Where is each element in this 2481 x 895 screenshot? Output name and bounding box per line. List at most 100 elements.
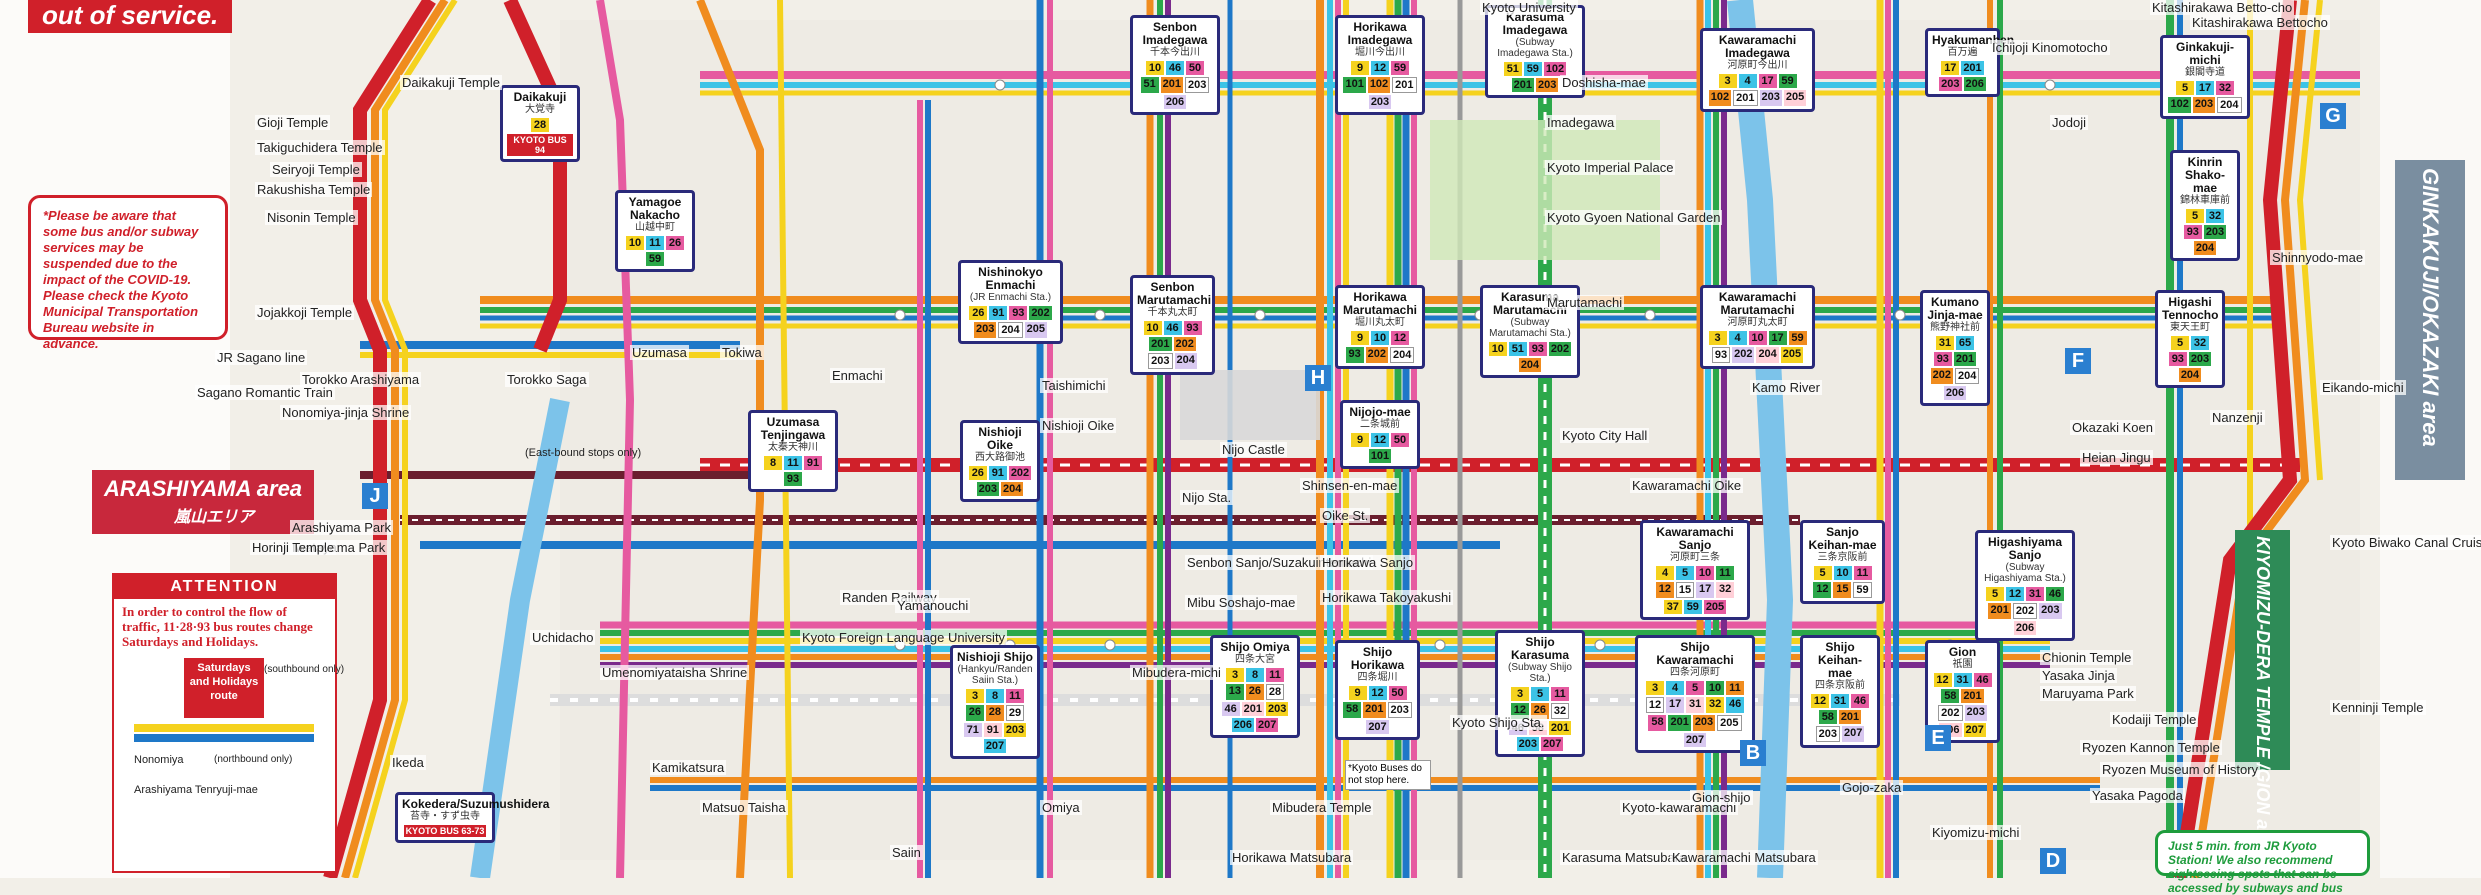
route-number: 12 [1811,694,1829,708]
route-number: 26 [968,466,987,480]
stop-box[interactable]: Nishioji Shijo(Hankyu/Randen Saiin Sta.)… [950,645,1040,759]
stop-box[interactable]: Karasuma Marutamachi(Subway Marutamachi … [1480,285,1580,378]
stop-subtitle: (Subway Shijo Sta.) [1508,662,1572,684]
route-number: 202 [2012,603,2038,619]
route-number: 203 [1939,77,1962,91]
stop-subtitle: 東天王町 [2170,322,2210,333]
route-number: 11 [1006,689,1024,703]
region-letter-marker[interactable]: F [2065,348,2091,374]
route-number: 204 [2178,368,2202,382]
route-number: 28 [1265,684,1285,700]
region-letter-marker[interactable]: G [2320,103,2346,129]
route-number: 203 [973,322,997,338]
route-number: 203 [1815,726,1840,742]
place-label: Gioji Temple [255,115,331,130]
route-number: 59 [1391,61,1409,75]
route-number: 102 [1708,90,1732,106]
stop-name: Horikawa Imadegawa [1347,20,1413,47]
place-label: Ikeda [390,755,426,770]
route-number: 28 [985,705,1004,721]
attention-box: ATTENTION In order to control the flow o… [112,573,344,873]
region-letter-marker[interactable]: H [1305,365,1331,391]
route-number: 204 [1001,482,1024,496]
route-number: 5 [2171,336,2189,350]
place-label: Shinnyodo-mae [2270,250,2366,265]
route-number: 59 [1683,600,1702,614]
region-letter-marker[interactable]: B [1740,740,1766,766]
route-number: 46 [2046,587,2064,601]
stop-name: Ginkakuji-michi [2175,40,2234,67]
stop-subtitle: (JR Enmachi Sta.) [969,292,1052,303]
route-number: 32 [1706,697,1725,713]
kyoto-buses-note: *Kyoto Buses do not stop here. [1345,760,1431,790]
route-number: 10 [1371,331,1389,345]
route-number: 31 [1686,697,1705,713]
route-number: 4 [1738,74,1757,88]
place-label: Uzumasa [630,345,689,360]
place-label: Tokiwa [720,345,764,360]
route-number: 51 [1508,342,1527,356]
place-label: Okazaki Koen [2070,420,2155,435]
stop-subtitle: 西大路御池 [975,452,1025,463]
route-number: 202 [1008,466,1032,480]
stop-name: Yamagoe Nakacho [628,195,682,222]
route-number: 206 [1963,77,1986,91]
route-number: 203 [1185,77,1210,93]
place-label: Kitashirakawa Betto-cho [2150,0,2295,15]
region-letter-marker[interactable]: D [2040,848,2066,874]
kiyomizu-area-title: KIYOMIZU-DERA TEMPLE /GION area [2253,536,2273,857]
route-number: 5 [2176,81,2194,95]
route-number: 10 [1706,681,1724,695]
place-label: Kyoto Biwako Canal Cruise [2330,535,2481,550]
jr-kyoto-note: Just 5 min. from JR Kyoto Station! We al… [2155,830,2370,895]
route-number: 32 [2191,336,2209,350]
stop-box[interactable]: Higashiyama Sanjo(Subway Higashiyama Sta… [1975,530,2075,641]
route-number: 12 [1371,61,1389,75]
place-label: Kitashirakawa Bettocho [2190,15,2330,30]
route-number: 46 [1221,702,1240,716]
region-letter-marker[interactable]: E [1925,725,1951,751]
stop-box[interactable]: Karasuma Imadegawa(Subway Imadegawa Sta.… [1485,5,1585,98]
route-number: 12 [1933,673,1952,687]
out-of-service-banner: out of service. [28,0,233,33]
route-number: 10 [626,236,644,250]
stop-subtitle: 二条城前 [1360,419,1400,430]
place-label: Shinsen-en-mae [1300,478,1400,493]
route-number: 26 [969,306,988,320]
route-number: 203 [1964,705,1987,721]
route-number: 12 [1813,582,1832,598]
route-number: 50 [1388,686,1407,700]
route-number: 202 [1173,337,1196,351]
stop-subtitle: 熊野神社前 [1930,322,1980,333]
place-label: Mibudera Temple [1270,800,1374,815]
region-letter-marker[interactable]: J [362,483,388,509]
stop-name: Kawaramachi Imadegawa [1718,33,1797,60]
